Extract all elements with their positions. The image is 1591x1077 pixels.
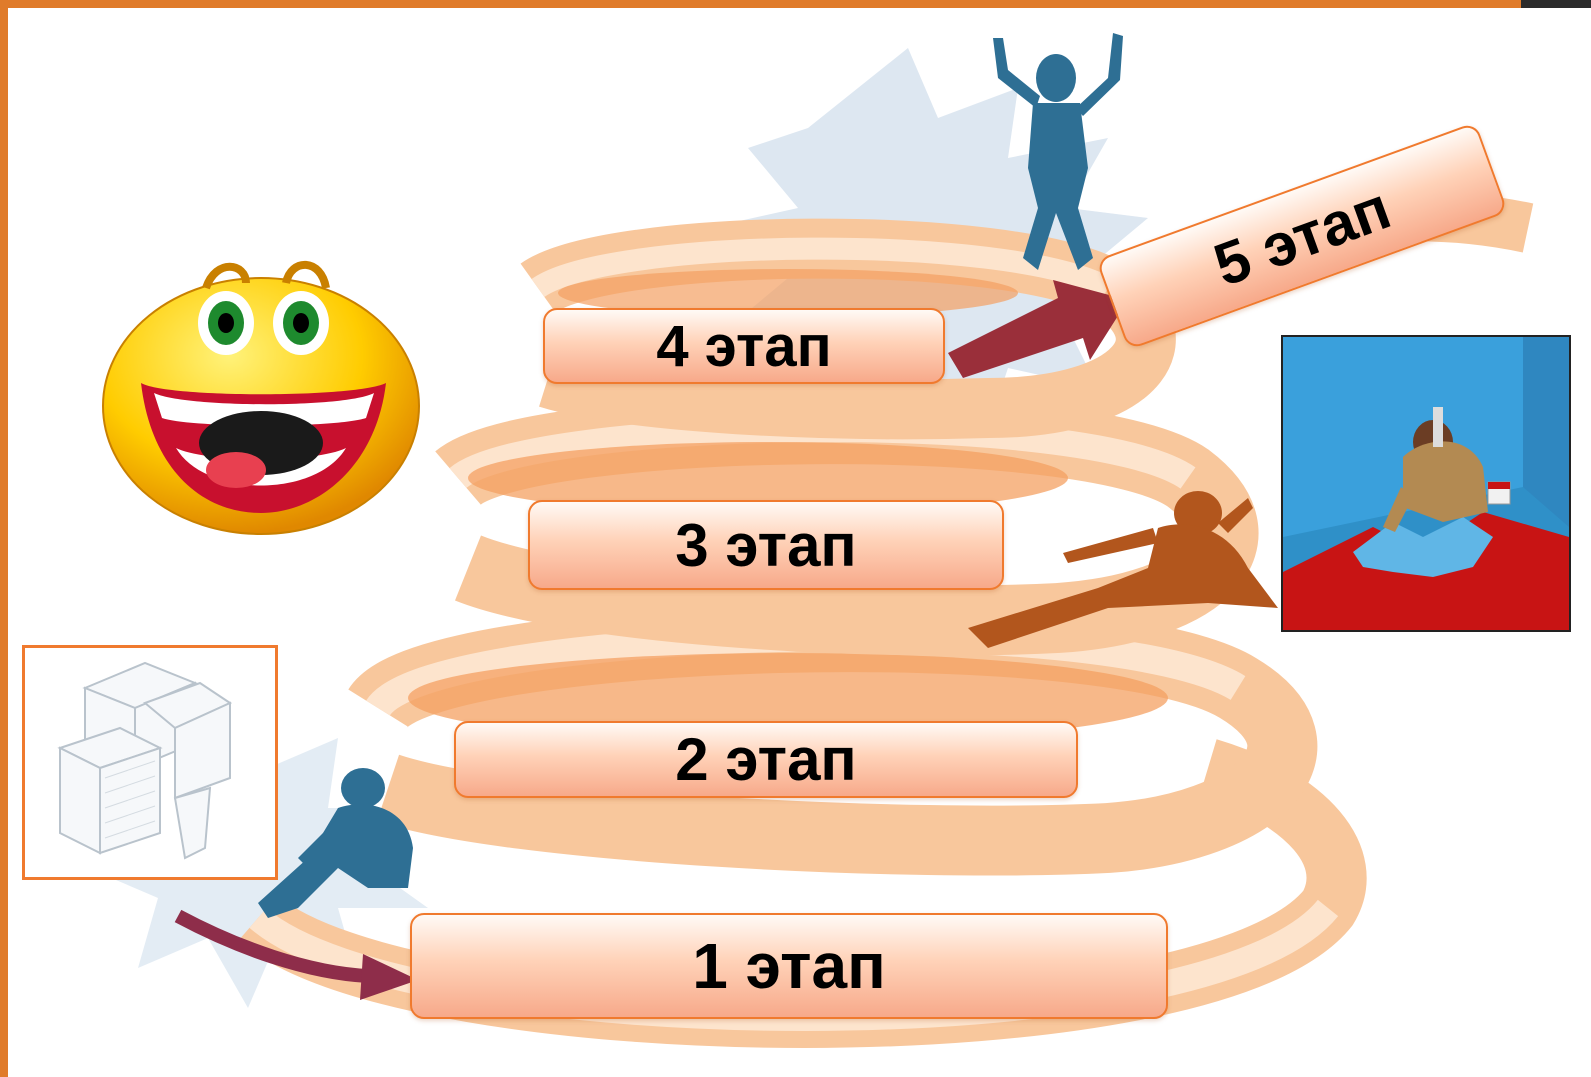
stage-1-label: 1 этап: [410, 913, 1168, 1019]
jumping-figure-icon: [968, 491, 1278, 648]
arrow-icon: [174, 909, 418, 1000]
smiley-face-icon: [102, 260, 420, 535]
ribbon-tiers: [238, 191, 1534, 1048]
cheering-figure-icon: [993, 33, 1123, 270]
stage-2-label: 2 этап: [454, 721, 1078, 798]
paper-stack-icon: [57, 661, 233, 860]
stage-4-text: 4 этап: [656, 313, 832, 379]
stage-2-text: 2 этап: [675, 726, 857, 793]
painter-photo: [1281, 335, 1571, 632]
arrow-icon: [948, 280, 1128, 378]
slide-frame-corner: [1521, 0, 1591, 8]
stage-1-text: 1 этап: [692, 930, 886, 1002]
stage-4-label: 4 этап: [543, 308, 945, 384]
spiral-staircase-illustration: [88, 33, 1534, 1048]
climbing-figure-icon: [258, 768, 413, 918]
slide: 1 этап 2 этап 3 этап 4 этап 5 этап: [8, 8, 1591, 1077]
slide-frame-left: [0, 0, 8, 1077]
stage-3-label: 3 этап: [528, 500, 1004, 590]
paper-stack-picture: [22, 645, 278, 880]
slide-frame-top: [0, 0, 1591, 8]
stage-3-text: 3 этап: [675, 511, 857, 579]
